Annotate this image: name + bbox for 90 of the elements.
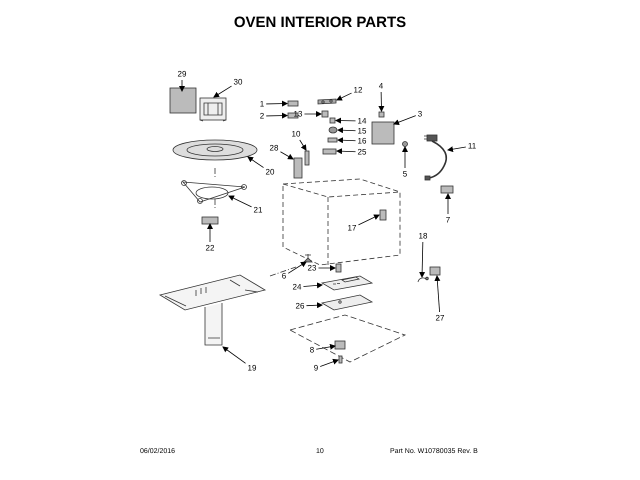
part-drawing [304,150,310,166]
part-drawing [170,88,196,114]
leader-line [266,100,288,107]
leader-line [318,265,336,271]
leader-line [402,146,408,168]
leader-line [434,275,440,312]
part-drawing [430,266,440,276]
leader-line [336,148,356,154]
part-drawing [318,98,336,104]
callout-number: 11 [468,142,476,150]
callout-number: 7 [446,216,450,224]
callout-number: 19 [248,364,256,372]
part-drawing [202,216,218,224]
callout-number: 1 [260,100,264,108]
page-title: OVEN INTERIOR PARTS [232,14,408,31]
leader-line [337,137,356,144]
leader-line [419,242,426,278]
part-drawing [303,254,313,262]
callout-number: 15 [358,126,366,136]
part-drawing [181,180,247,204]
part-drawing [288,100,298,106]
callout-number: 2 [260,112,264,120]
part-drawing [336,264,342,272]
leader-line [222,346,246,364]
leader-line [179,80,185,92]
part-drawing [418,276,429,282]
callout-number: 14 [358,116,366,126]
callout-number: 16 [358,136,366,146]
callout-number: 8 [310,346,314,354]
part-drawing [322,110,328,118]
part-drawing [338,356,342,364]
part-drawing [330,118,336,124]
callout-number: 29 [178,70,186,78]
callout-number: 3 [418,110,422,118]
part-drawing [172,140,258,160]
callout-number: 20 [266,168,274,176]
part-drawing [200,98,226,122]
callout-number: 21 [254,206,262,214]
callout-number: 27 [436,314,444,322]
leader-line [393,115,416,125]
part-drawing [328,138,338,142]
part-drawing [320,276,374,290]
leader-line [303,282,323,288]
callout-number: 26 [296,302,304,310]
callout-number: 6 [282,272,286,280]
leader-line [447,146,466,152]
callout-number: 17 [348,224,356,232]
leader-line [288,261,307,274]
callout-number: 13 [294,110,302,118]
callout-number: 9 [314,364,318,372]
part-drawing [378,112,384,118]
part-drawing [334,340,346,350]
leader-line [213,86,232,98]
leader-line [306,302,323,308]
leader-line [335,118,356,124]
callout-number: 4 [378,82,384,90]
callout-number: 5 [402,170,408,178]
leader-line [207,223,213,242]
part-drawing [328,126,338,134]
part-drawing [402,141,408,147]
leader-line [299,140,307,151]
callout-number: 28 [270,144,278,152]
callout-number: 23 [308,264,316,272]
part-drawing [372,122,394,144]
leader-line [304,111,322,117]
part-drawing [294,158,302,178]
part-drawing [380,210,386,220]
leader-line [228,195,252,208]
callout-number: 25 [358,148,366,156]
leader-line [320,358,339,367]
part-drawing [160,274,266,346]
leader-line [358,214,380,226]
callout-number: 18 [418,232,428,240]
leader-line [280,151,294,160]
callout-number: 24 [292,282,302,292]
part-drawing [320,294,374,310]
part-drawing [424,134,448,180]
leader-line [336,92,352,101]
callout-number: 22 [206,244,214,252]
leader-line [445,193,451,214]
callout-number: 10 [292,130,300,138]
leader-line [378,92,384,112]
callout-number: 12 [354,86,362,94]
leader-line [247,156,264,168]
callout-number: 30 [234,78,242,86]
leader-line [316,344,336,350]
leader-line [266,112,288,119]
part-drawing [322,148,336,154]
leader-line [337,127,356,134]
part-drawing [440,186,454,194]
